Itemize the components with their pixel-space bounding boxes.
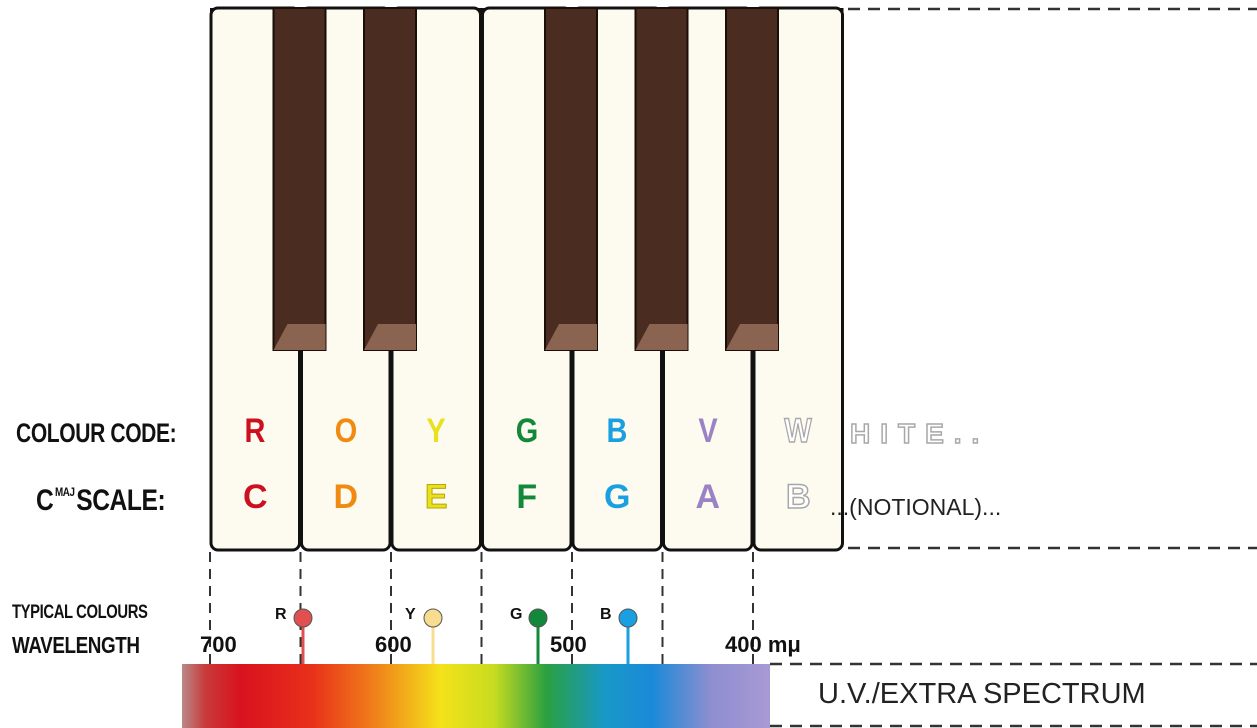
- black-key: [363, 7, 417, 351]
- wavelength-tick-700: 700: [200, 632, 237, 657]
- colour-code-b: B: [606, 412, 628, 450]
- marker-dot-r: [293, 608, 313, 628]
- note-g: G: [604, 478, 631, 516]
- keyboard: [209, 6, 844, 552]
- marker-label-g: G: [510, 606, 523, 623]
- white-extension-text: HITE..: [849, 417, 990, 450]
- wavelength-label: WAVELENGTH: [12, 632, 140, 658]
- colour-code-g: G: [515, 412, 538, 450]
- black-key: [272, 7, 327, 351]
- colour-code-label: COLOUR CODE:: [16, 418, 177, 448]
- black-key-tip: [273, 324, 326, 350]
- note-a: A: [695, 478, 721, 516]
- marker-label-r: R: [275, 606, 287, 623]
- uv-extra-spectrum-label: U.V./EXTRA SPECTRUM: [818, 678, 1146, 710]
- marker-dot-b: [618, 608, 638, 628]
- wavelength-tick-600: 600: [375, 632, 412, 657]
- black-key-tip: [545, 324, 597, 350]
- black-key: [544, 7, 598, 351]
- black-key-tip: [364, 324, 416, 350]
- dashed-guides: [209, 7, 1257, 728]
- marker-dot-g: [528, 608, 548, 628]
- note-c: C: [242, 478, 268, 516]
- marker-dot-y: [423, 608, 443, 628]
- colour-code-v: V: [698, 412, 718, 450]
- notional-text: ...(NOTIONAL)...: [830, 494, 1002, 520]
- marker-label-y: Y: [405, 606, 416, 623]
- typical-colours-label: TYPICAL COLOURS: [12, 602, 148, 623]
- typical-colour-markers: [293, 608, 638, 664]
- visible-spectrum-gradient: [182, 664, 770, 728]
- spectrum-bar: [182, 664, 770, 728]
- colour-code-o: O: [334, 412, 357, 450]
- black-key: [725, 7, 779, 351]
- marker-label-b: B: [600, 606, 612, 623]
- wavelength-tick-500: 500: [550, 632, 587, 657]
- note-f: F: [516, 478, 538, 516]
- black-key-tip: [726, 324, 778, 350]
- black-key-tip: [635, 324, 688, 350]
- note-e: E: [424, 478, 448, 517]
- colour-code-r: R: [244, 412, 266, 450]
- wavelength-tick-400: 400 mμ: [725, 632, 801, 657]
- colour-code-w: W: [784, 411, 813, 451]
- colour-code-y: Y: [426, 412, 446, 450]
- note-b: B: [785, 477, 811, 517]
- note-d: D: [333, 478, 359, 516]
- black-key: [634, 7, 689, 351]
